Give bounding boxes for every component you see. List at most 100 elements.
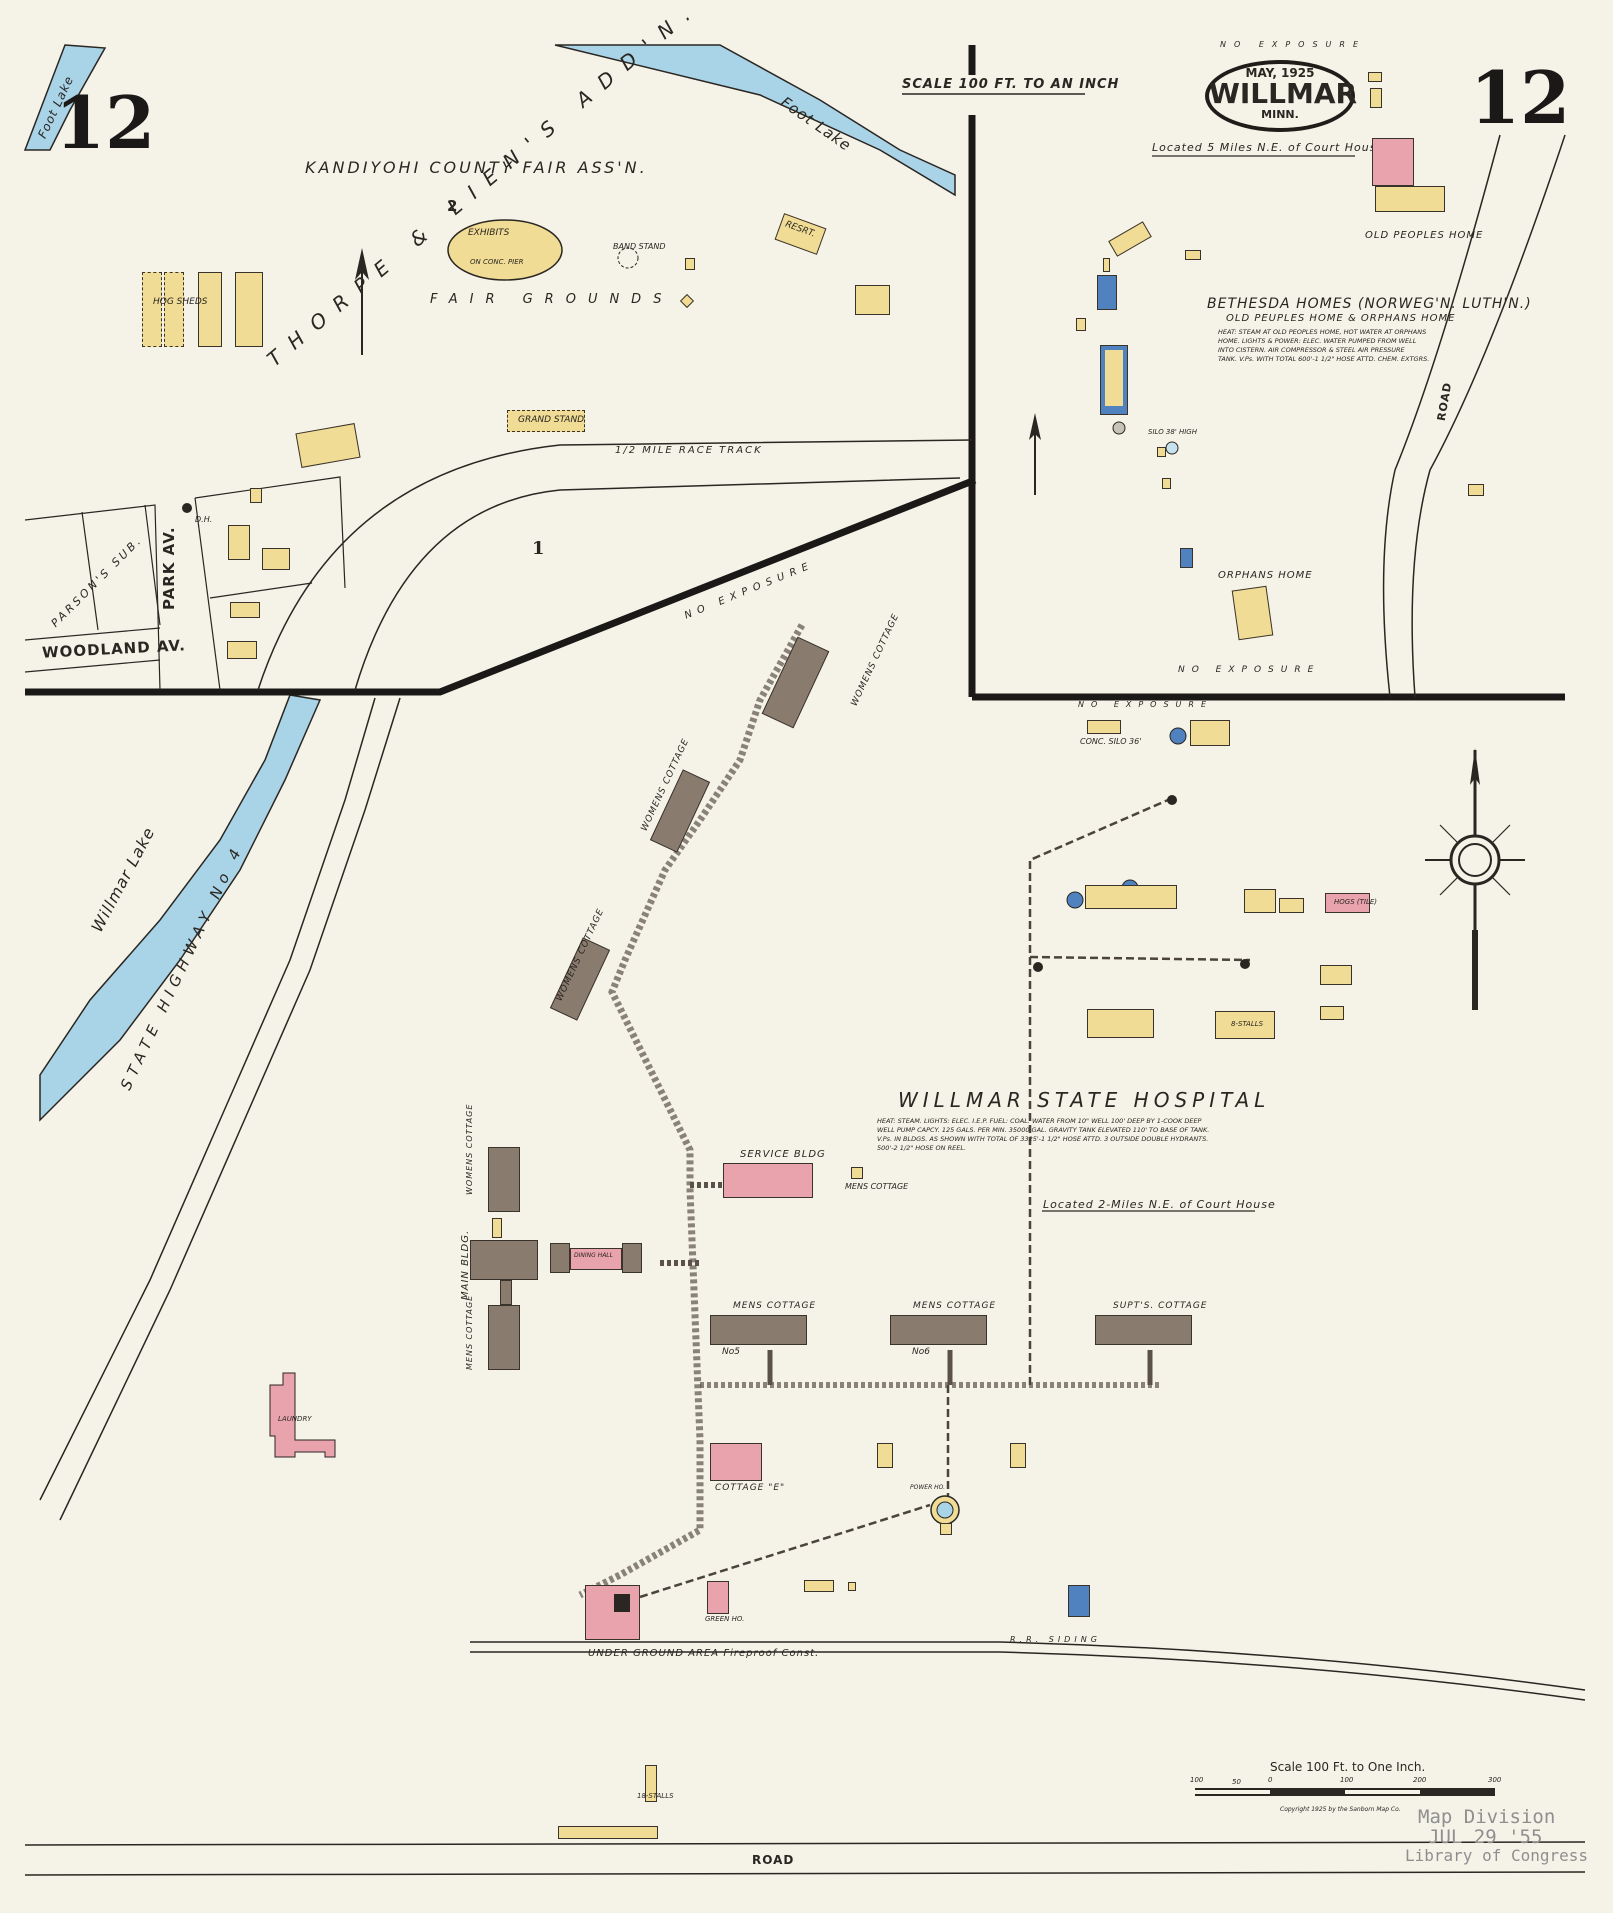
- stamp-line-1: Map Division: [1418, 1806, 1556, 1828]
- hose-reel-house[interactable]: [1087, 1009, 1154, 1038]
- scale-tick: 50: [1232, 1778, 1241, 1786]
- stamp-line-2: JUL 29 '55: [1428, 1826, 1543, 1848]
- hospital-note: HEAT: STEAM. LIGHTS: ELEC. I.E.P. FUEL: …: [877, 1117, 1210, 1152]
- bethesda-subtitle: OLD PEUPLES HOME & ORPHANS HOME: [1226, 313, 1456, 324]
- machinery-shed[interactable]: 8-STALLS: [1215, 1011, 1275, 1039]
- hog-shed-j[interactable]: [198, 272, 222, 347]
- dwelling[interactable]: [250, 488, 262, 503]
- sheet-number-right: 12: [1470, 55, 1571, 140]
- mens-cottage-2[interactable]: [488, 1305, 520, 1370]
- building-d[interactable]: [685, 258, 695, 270]
- hog-shed-l[interactable]: [142, 272, 162, 347]
- granary-feed-mill[interactable]: [1244, 889, 1276, 913]
- milk-ho-label: MENS COTTAGE: [845, 1182, 909, 1191]
- main-barn[interactable]: [1085, 885, 1177, 909]
- womens-cottage-3-label: WOMENS COTTAGE: [465, 1103, 474, 1195]
- dining-hall[interactable]: DINING HALL: [570, 1248, 622, 1270]
- main-building-link[interactable]: [500, 1280, 512, 1305]
- bethesda-note: HEAT: STEAM AT OLD PEOPLES HOME, HOT WAT…: [1218, 328, 1430, 363]
- cottage-e-1[interactable]: [877, 1443, 893, 1468]
- connector[interactable]: [492, 1218, 502, 1238]
- scale-tick: 200: [1413, 1776, 1427, 1784]
- hogs-shed-2[interactable]: [1320, 1006, 1344, 1020]
- bethesda-title: BETHESDA HOMES (NORWEG'N. LUTH'N.): [1207, 296, 1532, 312]
- scale-header: SCALE 100 FT. TO AN INCH: [902, 77, 1120, 92]
- barn-small[interactable]: [1190, 720, 1230, 746]
- dining-hall-annex-w[interactable]: [550, 1243, 570, 1273]
- cottage-e-2[interactable]: [1010, 1443, 1026, 1468]
- stalls-8-building[interactable]: [645, 1765, 657, 1802]
- barn-m[interactable]: [1097, 275, 1117, 310]
- crib-building-hospital[interactable]: [1320, 965, 1352, 985]
- hog-sheds-label: HOG SHEDS: [153, 297, 208, 307]
- power-house[interactable]: [585, 1585, 640, 1640]
- dwelling[interactable]: [227, 641, 257, 659]
- no-exposure-hospital: NO EXPOSURE: [1078, 700, 1214, 709]
- exhibits-note: ON CONC. PIER: [470, 258, 524, 266]
- milk-pump-house[interactable]: [1157, 447, 1166, 457]
- scale-tick: 100: [1340, 1776, 1354, 1784]
- compass-rose-icon: [1425, 748, 1525, 1010]
- title-cartouche: MAY, 1925 WILLMAR MINN.: [1205, 60, 1357, 132]
- building-c[interactable]: [1368, 72, 1382, 82]
- stalls-18-building[interactable]: [558, 1826, 658, 1839]
- slaughter-house[interactable]: [1087, 720, 1121, 734]
- dining-hall-annex-e[interactable]: [622, 1243, 642, 1273]
- mens-cottage-4-no: No5: [722, 1347, 740, 1357]
- orphans-home-building[interactable]: [1231, 585, 1274, 641]
- map-date: MAY, 1925: [1245, 66, 1315, 80]
- block-1-label: 1: [532, 538, 546, 559]
- milk-pump-label: SILO 38' HIGH: [1148, 428, 1197, 436]
- ice-house[interactable]: [1180, 548, 1193, 568]
- wood-shed-b[interactable]: [1370, 88, 1382, 108]
- building-h[interactable]: [1162, 478, 1171, 489]
- mens-cottage-6[interactable]: [1095, 1315, 1192, 1345]
- gravity-tank-base[interactable]: [940, 1523, 952, 1535]
- building-l[interactable]: [1076, 318, 1086, 331]
- scale-tick: 100: [1190, 1776, 1204, 1784]
- hog-shed-h[interactable]: [235, 272, 263, 347]
- race-track-label: 1/2 MILE RACE TRACK: [615, 445, 763, 456]
- laundry-building[interactable]: [710, 1443, 762, 1481]
- supts-cottage-label: LAUNDRY: [278, 1415, 312, 1423]
- crib-building[interactable]: [1103, 258, 1110, 272]
- womens-cottage-3[interactable]: [488, 1147, 520, 1212]
- mens-cottage-2-label: MENS COTTAGE: [465, 1294, 474, 1370]
- blacksmith-shop[interactable]: [707, 1581, 729, 1614]
- park-av-label: PARK AV.: [160, 526, 178, 610]
- shed[interactable]: [848, 1582, 856, 1591]
- road-bottom-label: ROAD: [752, 1853, 795, 1867]
- main-building[interactable]: [470, 1240, 538, 1280]
- sheet-number-left: 12: [55, 80, 156, 165]
- dwelling-road[interactable]: [1468, 484, 1484, 496]
- dwelling[interactable]: [230, 602, 260, 618]
- old-peoples-home-rear[interactable]: [1372, 138, 1414, 186]
- mens-cottage-4[interactable]: [710, 1315, 807, 1345]
- old-peoples-home-building[interactable]: [1375, 186, 1445, 212]
- fair-grounds-label: FAIR GROUNDS: [430, 292, 674, 307]
- hogs-shed[interactable]: [1279, 898, 1304, 913]
- dwelling[interactable]: [262, 548, 290, 570]
- service-bldg-label: SERVICE BLDG: [740, 1149, 826, 1160]
- hog-shed-k[interactable]: [164, 272, 184, 347]
- service-building[interactable]: [723, 1163, 813, 1198]
- dwelling[interactable]: [228, 525, 250, 560]
- mens-cottage-5-label: MENS COTTAGE: [913, 1301, 997, 1311]
- hospital-title: WILLMAR STATE HOSPITAL: [898, 1088, 1271, 1112]
- building-b[interactable]: [855, 285, 890, 315]
- stone-building[interactable]: [1068, 1585, 1090, 1617]
- milk-house[interactable]: [851, 1167, 863, 1179]
- mens-cottage-5[interactable]: [890, 1315, 987, 1345]
- bl-sm-label: GREEN HO.: [705, 1615, 745, 1623]
- green-house[interactable]: [804, 1580, 834, 1592]
- gravity-tank-label: POWER HO.: [910, 1484, 946, 1491]
- hogs-tile-building[interactable]: HOGS (TILE): [1325, 893, 1377, 913]
- laundry-label: COTTAGE "E": [715, 1483, 786, 1493]
- poultry-building[interactable]: [1185, 250, 1201, 260]
- scale-tick: 0: [1268, 1776, 1273, 1784]
- barn-k[interactable]: [1100, 345, 1128, 415]
- scale-tick: 300: [1488, 1776, 1502, 1784]
- grand-stand-building[interactable]: GRAND STAND: [507, 410, 585, 432]
